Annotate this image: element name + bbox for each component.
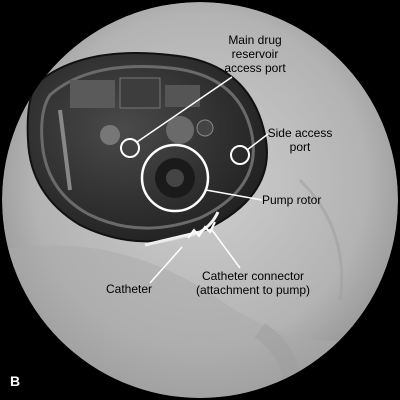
catheter-connector-mark: [187, 221, 216, 239]
side-port-marker: [230, 145, 250, 165]
electronics-block: [165, 85, 200, 107]
pump-inner-ring: [40, 65, 255, 230]
leader-connector: [211, 229, 241, 269]
label-catheter: Catheter: [106, 282, 153, 296]
reservoir-edge: [58, 109, 72, 191]
internal-coil: [100, 125, 120, 145]
main-reservoir-marker: [120, 138, 140, 158]
circuit-board: [70, 80, 115, 108]
battery: [119, 77, 161, 109]
leader-main-reservoir: [136, 76, 233, 143]
leader-pump-rotor: [205, 189, 263, 201]
bone-shadow: [2, 245, 398, 398]
internal-valve: [196, 119, 214, 137]
internal-component: [166, 116, 194, 144]
leader-side-port: [246, 133, 269, 151]
pump-device: [26, 52, 268, 243]
leader-catheter: [149, 246, 183, 284]
label-main-reservoir: Main drug reservoir access port: [224, 33, 286, 75]
panel-letter: B: [10, 373, 21, 389]
rotor-hub: [166, 169, 184, 187]
soft-tissue-line: [298, 178, 344, 301]
label-side-access-port: Side access port: [267, 126, 333, 154]
label-catheter-connector: Catheter connector (attachment to pump): [195, 269, 311, 297]
pump-rotor-marker: [140, 143, 210, 213]
label-pump-rotor: Pump rotor: [262, 193, 322, 207]
